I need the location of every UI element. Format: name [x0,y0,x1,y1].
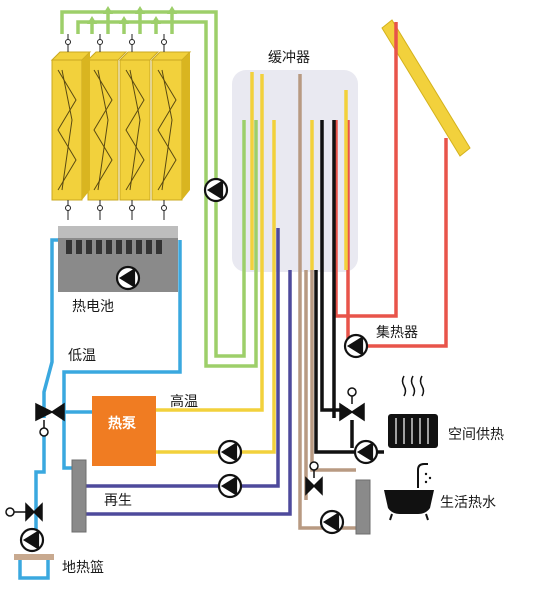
pump-battery [203,177,229,203]
low-temp-label: 低温 [68,348,96,364]
heat-pump [92,396,156,466]
regen-label: 再生 [104,493,132,509]
pumps [19,177,379,553]
pump-ground [19,527,45,553]
pump-regen [217,473,243,499]
ground-basket-label: 地热篮 [62,560,104,576]
battery-valves [65,34,167,220]
hot-water-label: 生活热水 [440,495,496,511]
bathtub-icon [384,463,434,521]
three-way-valve-ground [5,502,43,522]
high-temp-label: 高温 [170,394,198,410]
three-way-valve-space [339,387,365,422]
regen-heat-exchanger [71,459,87,533]
buffer-label: 缓冲器 [268,50,310,66]
ground-basket-icon [14,554,54,560]
pump-space-heating [353,439,379,465]
heat-pump-label: 热泵 [108,416,136,432]
space-heating-label: 空间供热 [448,427,504,443]
pump-hot-water [319,509,345,535]
battery-label: 热电池 [72,299,114,315]
regeneration-loop [84,228,292,516]
pump-high-temp [217,439,243,465]
three-way-valve-low [35,402,65,437]
solar-collector-panel [381,19,471,157]
valves [5,387,365,522]
pump-exchanger [115,265,141,291]
collector-label: 集热器 [376,325,418,341]
hot-water-heat-exchanger [355,479,371,535]
three-way-valve-water [305,461,323,496]
pump-collector [343,333,369,359]
low-temp-loop [18,238,182,580]
thermal-battery-modules [50,51,192,201]
high-temp-loop [156,72,348,454]
radiator-icon [388,375,438,448]
collector-loop [334,22,448,348]
battery-top-arrows [87,6,177,24]
